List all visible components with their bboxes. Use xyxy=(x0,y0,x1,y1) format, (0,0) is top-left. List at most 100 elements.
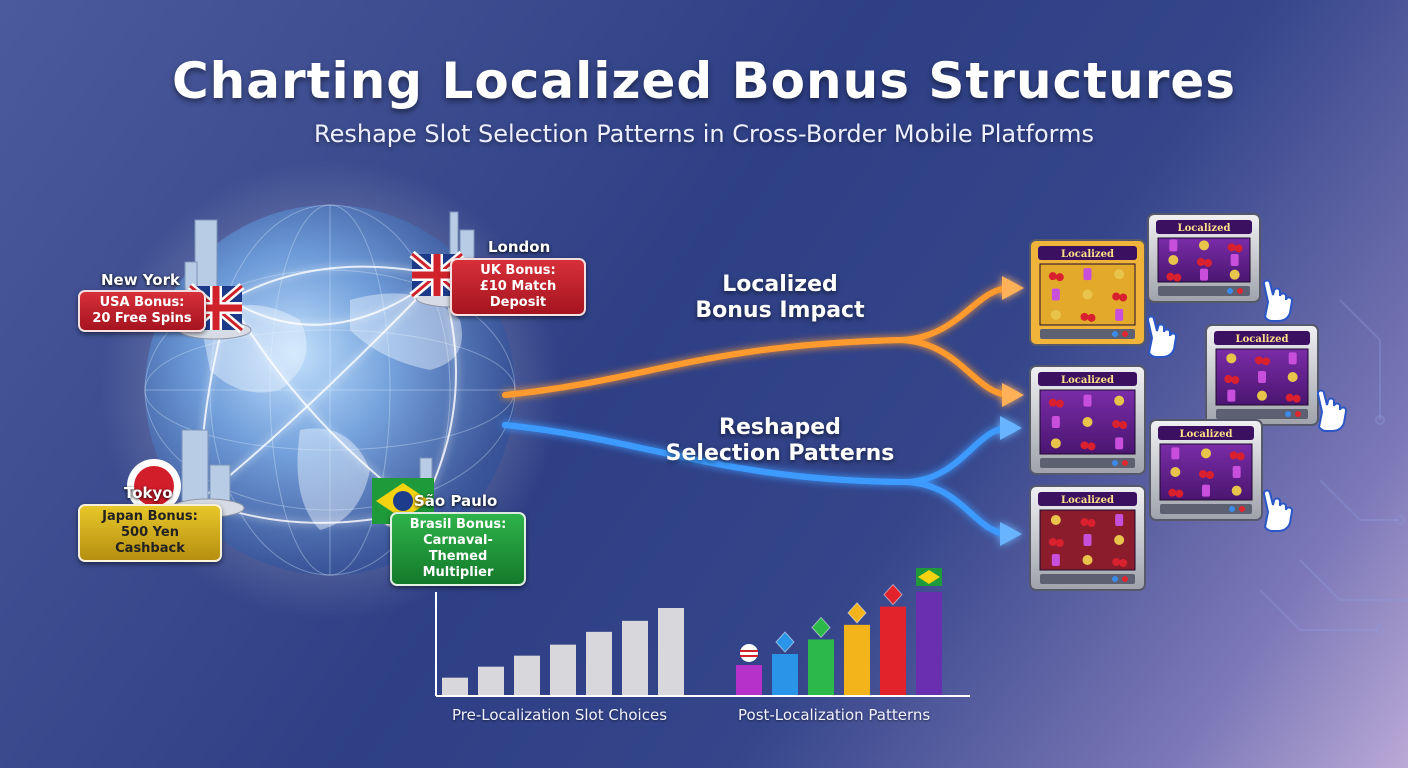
cherry-icon xyxy=(1168,488,1177,497)
chart-bar xyxy=(736,664,762,696)
spin-button-light xyxy=(1239,506,1245,512)
slot-machine: Localized xyxy=(1149,419,1263,521)
chart-bar xyxy=(880,606,906,696)
bell-icon xyxy=(1168,255,1179,265)
city-label-london: London xyxy=(488,238,551,256)
seven-icon xyxy=(1051,554,1060,566)
spin-button-light xyxy=(1112,331,1118,337)
chart-bar xyxy=(586,631,612,696)
slot-machine-marquee-text: Localized xyxy=(1061,249,1114,260)
chart-bar xyxy=(478,666,504,696)
bonus-badge-uk-line1: UK Bonus: xyxy=(480,263,556,278)
bonus-badge-japan-line1: Japan Bonus: xyxy=(102,509,198,524)
slot-machine: Localized xyxy=(1029,365,1146,475)
bonus-badge-japan: Japan Bonus: 500 Yen Cashback xyxy=(78,504,222,562)
cherry-icon xyxy=(1229,451,1238,460)
spin-button-light xyxy=(1122,460,1128,466)
cherry-icon xyxy=(1234,244,1243,253)
seven-icon xyxy=(1171,447,1180,460)
chart-bar xyxy=(808,639,834,696)
chart-bar xyxy=(514,655,540,696)
cherry-icon xyxy=(1048,272,1057,281)
bell-icon xyxy=(1170,467,1181,477)
slot-machine-marquee xyxy=(1038,372,1137,386)
tap-hand-icon xyxy=(1317,389,1347,432)
slot-machine: Localized xyxy=(1205,324,1319,426)
cherry-icon xyxy=(1048,398,1057,407)
slot-machine: Localized xyxy=(1029,485,1146,591)
cherry-icon xyxy=(1112,420,1121,428)
bonus-badge-brasil-line1: Brasil Bonus: xyxy=(409,517,507,532)
cherry-icon xyxy=(1255,356,1263,365)
slot-machine-marquee-text: Localized xyxy=(1061,375,1114,386)
cherry-icon xyxy=(1055,399,1064,408)
bell-icon xyxy=(1114,535,1125,545)
cherry-icon xyxy=(1197,258,1205,266)
slot-machine-button-panel xyxy=(1040,329,1135,339)
cherry-icon xyxy=(1119,559,1128,567)
cherry-icon xyxy=(1087,519,1096,527)
slot-machine-marquee xyxy=(1038,246,1137,260)
chart-post-xlabel: Post-Localization Patterns xyxy=(738,706,931,724)
bonus-badge-brasil-line3: Multiplier xyxy=(422,565,494,580)
usa-flag-stripe xyxy=(740,654,758,657)
tap-hand-shape xyxy=(1147,315,1177,358)
flow-label-bonus-impact-line2: Bonus Impact xyxy=(695,298,865,323)
chart-bar xyxy=(550,644,576,696)
bonus-badge-uk-line2: £10 Match Deposit xyxy=(479,279,557,310)
tap-hand-shape xyxy=(1317,389,1347,432)
slot-machine-button-panel xyxy=(1160,504,1252,514)
bell-icon xyxy=(1082,555,1093,565)
city-label-new-york: New York xyxy=(101,271,180,289)
slot-machine-button-panel xyxy=(1040,574,1135,584)
usa-flag-marker xyxy=(740,643,758,662)
slot-machine-button-panel xyxy=(1158,286,1250,296)
bonus-impact-flow xyxy=(502,276,1024,407)
bell-icon xyxy=(1199,240,1209,251)
cherry-icon xyxy=(1119,421,1128,429)
cherry-icon xyxy=(1080,441,1089,450)
cherry-icon xyxy=(1262,357,1270,366)
slot-machine-marquee-text: Localized xyxy=(1061,495,1114,506)
bonus-badge-usa-line1: USA Bonus: xyxy=(99,295,185,310)
bonus-badge-usa-line2: 20 Free Spins xyxy=(92,311,192,326)
bell-icon xyxy=(1114,269,1125,280)
bell-icon xyxy=(1229,269,1240,280)
bell-icon xyxy=(1231,485,1242,496)
cherry-icon xyxy=(1166,272,1175,281)
spin-button-light xyxy=(1227,288,1233,294)
bonus-badge-brasil-line2: Carnaval-Themed xyxy=(423,533,493,564)
seven-icon xyxy=(1083,268,1092,281)
cherry-icon xyxy=(1204,259,1212,267)
chart-bar xyxy=(844,624,870,696)
chart-bar xyxy=(622,620,648,696)
spin-button-light xyxy=(1237,288,1243,294)
bell-icon xyxy=(1050,438,1061,449)
slot-machine-marquee-text: Localized xyxy=(1236,334,1289,345)
bell-icon xyxy=(1257,390,1267,401)
slot-machine: Localized xyxy=(1029,239,1146,346)
tap-hand-icon xyxy=(1263,489,1293,532)
cherry-icon xyxy=(1175,489,1184,498)
flow-label-bonus-impact: Localized Bonus Impact xyxy=(660,272,900,324)
spin-button-light xyxy=(1285,411,1291,417)
seven-icon xyxy=(1202,484,1210,497)
slot-machine-button-panel xyxy=(1040,458,1135,468)
cherry-icon xyxy=(1087,442,1096,451)
slot-machine-marquee xyxy=(1158,426,1254,440)
seven-icon xyxy=(1051,416,1060,428)
seven-icon xyxy=(1230,254,1239,266)
bonus-badge-usa: USA Bonus: 20 Free Spins xyxy=(78,290,206,332)
spin-button-light xyxy=(1122,576,1128,582)
chart-bar xyxy=(658,608,684,696)
slot-machine-marquee xyxy=(1156,220,1252,234)
seven-icon xyxy=(1288,352,1297,365)
seven-icon xyxy=(1115,437,1124,450)
selection-pattern-flow xyxy=(502,416,1022,546)
cherry-icon xyxy=(1055,539,1064,547)
cherry-icon xyxy=(1112,292,1121,301)
cherry-icon xyxy=(1227,243,1236,252)
seven-icon xyxy=(1232,466,1241,478)
spin-button-light xyxy=(1112,460,1118,466)
